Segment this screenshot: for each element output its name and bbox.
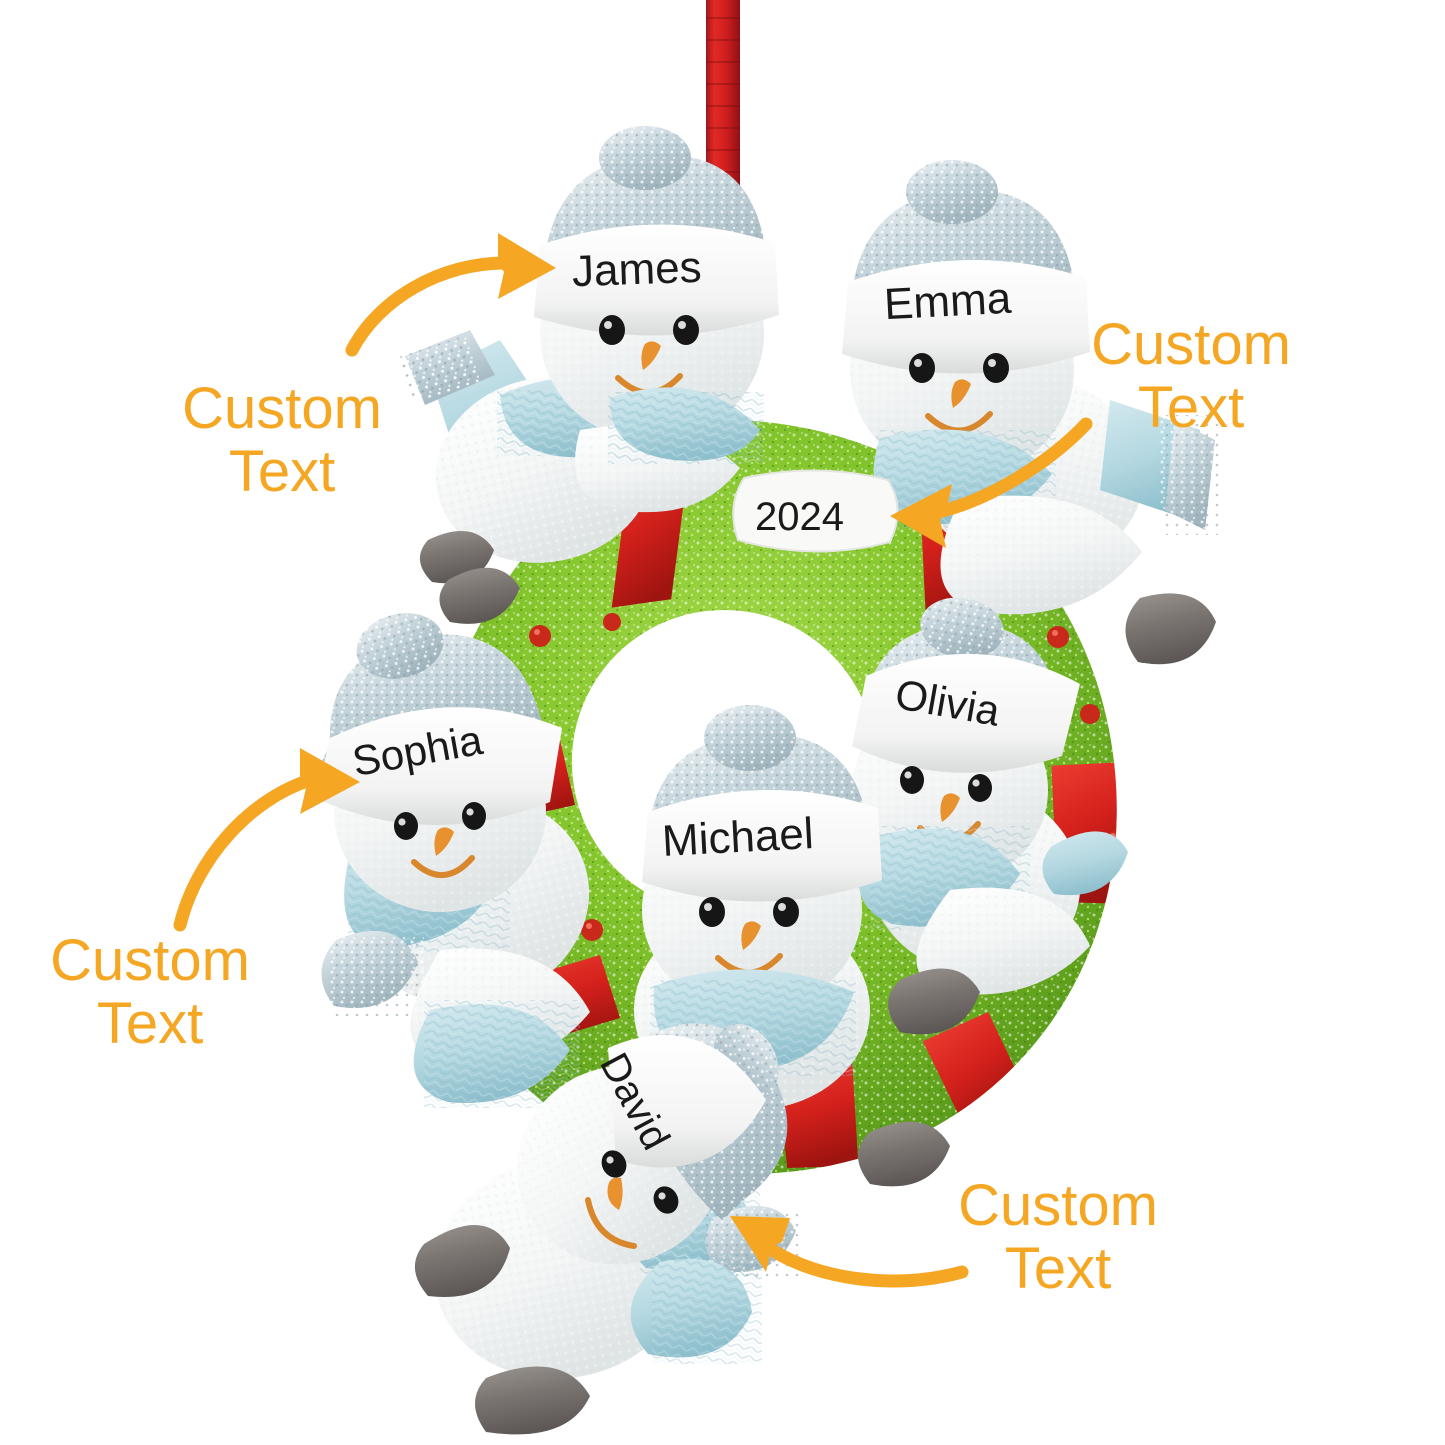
arrow-top-left (345, 233, 556, 357)
arrow-top-right (890, 417, 1093, 548)
arrow-bottom-right (730, 1216, 969, 1288)
arrow-bottom-left (173, 748, 360, 932)
snowman-james (398, 126, 779, 584)
snowman-sophia (316, 567, 590, 1108)
year-plaque (732, 469, 899, 553)
snowman-olivia (852, 597, 1128, 1187)
annotation-label-top-right: Custom Text (1091, 312, 1291, 440)
annotation-label-top-left: Custom Text (182, 376, 382, 504)
annotation-label-bottom-right: Custom Text (958, 1173, 1158, 1301)
annotation-label-bottom-left: Custom Text (50, 928, 250, 1056)
snowman-david (414, 1023, 802, 1435)
